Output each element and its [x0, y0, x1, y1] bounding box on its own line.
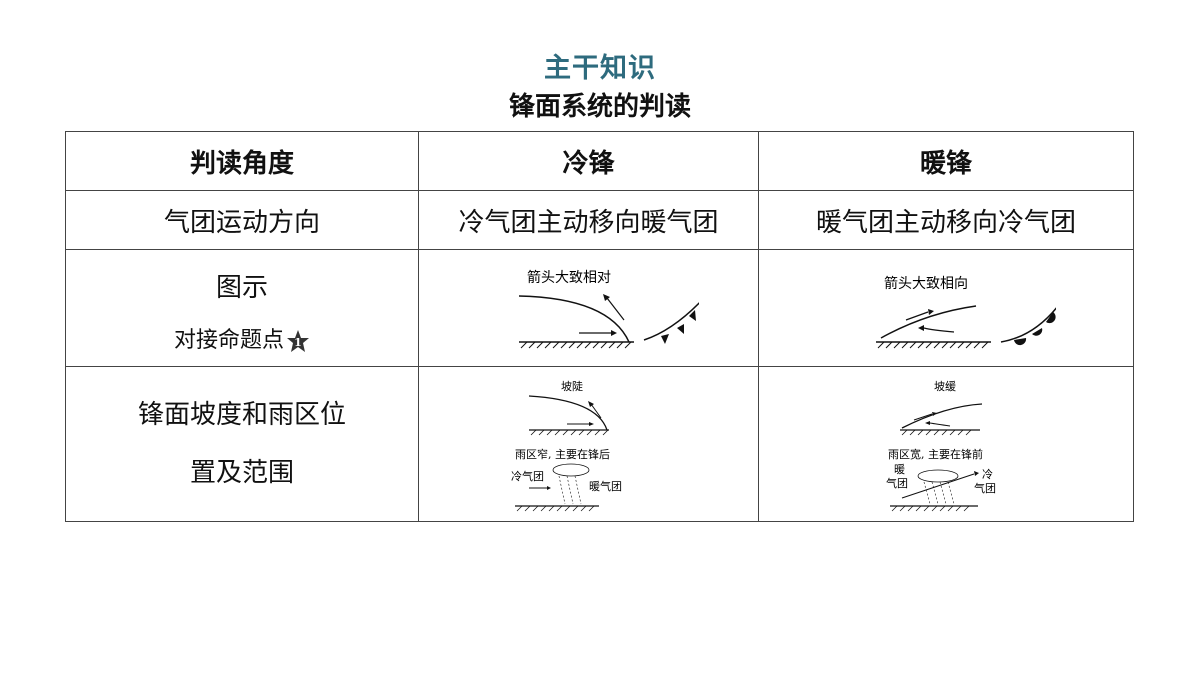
- aspect-slope-line2: 置及范围: [189, 458, 294, 488]
- frontal-judgement-table: 判读角度 冷锋 暖锋 气团运动方向 冷气团主动移向暖气团 暖气团主动移向冷气团 …: [65, 131, 1134, 522]
- cold-front-diagram-cell: 箭头大致相对: [418, 249, 759, 367]
- warm-front-slope-cell: 坡缓 雨区宽, 主要在锋前 暖 气团 冷 气团: [758, 366, 1134, 522]
- table-row: 锋面坡度和雨区位 置及范围 坡陡 雨区窄, 主要在锋后 冷气团: [65, 366, 1134, 522]
- warm-air-left-1: 暖: [894, 463, 905, 476]
- warm-fig-label: 箭头大致相向: [884, 275, 968, 292]
- table-row: 气团运动方向 冷气团主动移向暖气团 暖气团主动移向冷气团: [65, 190, 1134, 250]
- page-subtitle: 锋面系统的判读: [508, 92, 691, 122]
- cold-rain-label: 雨区窄, 主要在锋后: [515, 447, 610, 461]
- warm-front-diagram-cell: 箭头大致相向: [758, 249, 1134, 367]
- aspect-slope-rain: 锋面坡度和雨区位 置及范围: [65, 366, 419, 522]
- cold-front-slope-cell: 坡陡 雨区窄, 主要在锋后 冷气团 暖气团: [418, 366, 759, 522]
- cold-front-direction: 冷气团主动移向暖气团: [418, 190, 759, 250]
- cold-fig-label: 箭头大致相对: [527, 269, 611, 286]
- aspect-air-mass-direction: 气团运动方向: [65, 190, 419, 250]
- star-badge-icon: 1: [287, 329, 309, 352]
- header-aspect: 判读角度: [65, 131, 419, 191]
- cold-front-slope-diagram: 坡陡 雨区窄, 主要在锋后 冷气团 暖气团: [511, 380, 622, 512]
- warm-front-slope-diagram: 坡缓 雨区宽, 主要在锋前 暖 气团 冷 气团: [886, 380, 996, 512]
- warm-front-direction: 暖气团主动移向冷气团: [758, 190, 1134, 250]
- aspect-slope-line1: 锋面坡度和雨区位: [137, 400, 346, 430]
- warm-air-left-2: 气团: [886, 476, 908, 490]
- exam-point-tag: 对接命题点 1: [66, 322, 418, 354]
- cold-air-right: 暖气团: [589, 479, 622, 493]
- table-row: 图示 对接命题点 1 箭头大致相对: [65, 249, 1134, 367]
- cold-slope-label: 坡陡: [561, 380, 583, 393]
- cold-front-diagram: 箭头大致相对: [518, 269, 699, 349]
- badge-number: 1: [294, 336, 302, 349]
- cold-air-left: 冷气团: [511, 469, 544, 483]
- exam-point-label: 对接命题点: [173, 327, 284, 353]
- aspect-diagram: 图示 对接命题点 1: [65, 249, 419, 367]
- page-title: 主干知识: [544, 53, 656, 84]
- warm-slope-label: 坡缓: [934, 380, 956, 393]
- header-warm-front: 暖锋: [758, 131, 1134, 191]
- warm-air-right-1: 冷: [982, 468, 993, 481]
- header-cold-front: 冷锋: [418, 131, 759, 191]
- aspect-diagram-label: 图示: [215, 272, 268, 303]
- warm-air-right-2: 气团: [974, 481, 996, 495]
- warm-rain-label: 雨区宽, 主要在锋前: [888, 447, 983, 461]
- table-header-row: 判读角度 冷锋 暖锋: [65, 131, 1134, 191]
- warm-front-diagram: 箭头大致相向: [876, 275, 1056, 349]
